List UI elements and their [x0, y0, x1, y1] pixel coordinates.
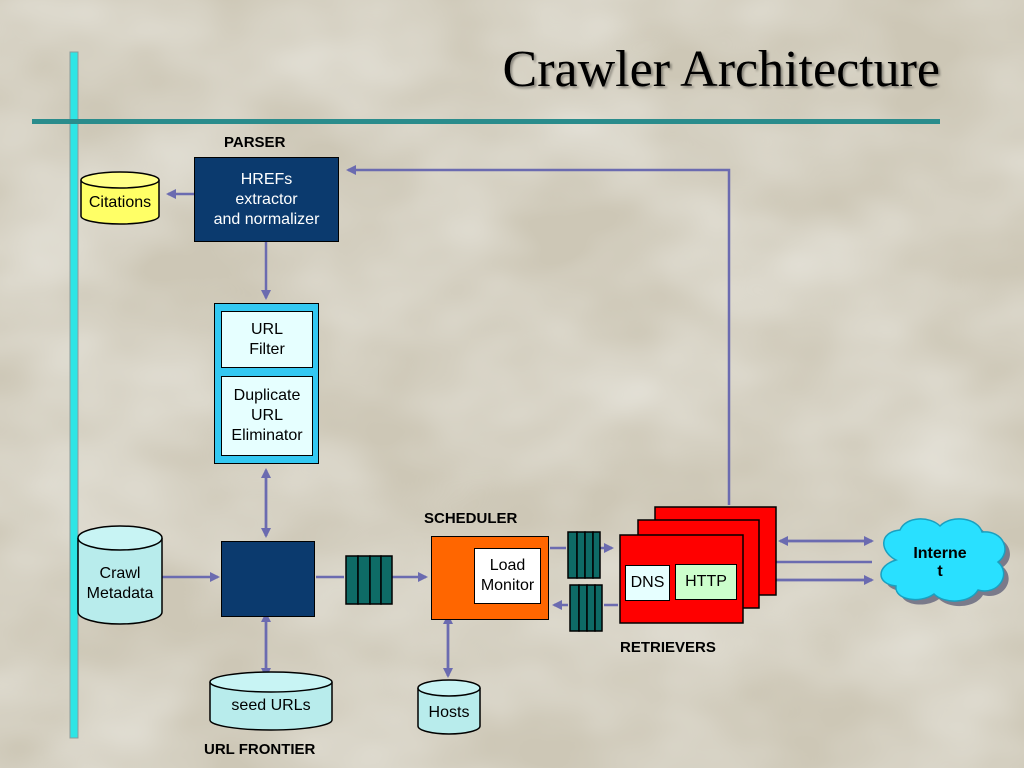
vertical-accent-bar	[69, 51, 79, 739]
dup-line-3: Eliminator	[231, 427, 303, 444]
crawl-metadata-line-2: Metadata	[86, 585, 154, 602]
crawl-metadata-line-1: Crawl	[99, 565, 141, 582]
queue-scheduler-retrievers	[567, 531, 601, 579]
url-filter-box: URL Filter	[221, 311, 313, 368]
seed-urls-label: seed URLs	[231, 697, 311, 714]
internet-label: Interne t	[898, 545, 982, 581]
internet-line-2: t	[937, 563, 943, 580]
url-filter-line-1: URL	[250, 320, 283, 338]
slide-title: Crawler Architecture	[502, 41, 940, 98]
scheduler-label: SCHEDULER	[424, 510, 518, 527]
parser-line-2: extractor	[235, 190, 298, 208]
parser-line-1: HREFs	[240, 170, 293, 188]
url-frontier-box	[221, 541, 315, 617]
load-monitor-line-1: Load	[489, 557, 526, 574]
http-box: HTTP	[675, 564, 737, 600]
dup-line-2: URL	[250, 407, 283, 424]
hrefs-extractor-box: HREFs extractor and normalizer	[194, 157, 339, 242]
citations-database-icon	[80, 171, 160, 225]
url-frontier-label: URL FRONTIER	[204, 741, 316, 758]
dup-line-1: Duplicate	[233, 387, 301, 404]
hosts-label: Hosts	[428, 704, 470, 721]
hosts-database-icon	[417, 679, 481, 735]
internet-cloud-icon	[880, 518, 1010, 607]
crawl-metadata-database-icon	[77, 525, 163, 625]
duplicate-eliminator-box: Duplicate URL Eliminator	[221, 376, 313, 456]
queue-retrievers-scheduler	[569, 584, 603, 632]
parser-label: PARSER	[224, 134, 286, 151]
load-monitor-box: Load Monitor	[474, 548, 541, 604]
dns-box: DNS	[625, 565, 670, 601]
citations-label: Citations	[88, 194, 152, 211]
seed-urls-database-icon	[209, 671, 333, 731]
title-underline	[32, 119, 940, 124]
retrievers-label: RETRIEVERS	[620, 639, 716, 656]
crawl-metadata-label: Crawl Metadata	[78, 564, 162, 604]
url-filter-line-2: Filter	[249, 340, 285, 358]
queue-frontier-scheduler	[345, 555, 393, 605]
internet-line-1: Interne	[913, 545, 967, 562]
load-monitor-line-2: Monitor	[480, 577, 535, 594]
parser-line-3: and normalizer	[213, 210, 320, 228]
